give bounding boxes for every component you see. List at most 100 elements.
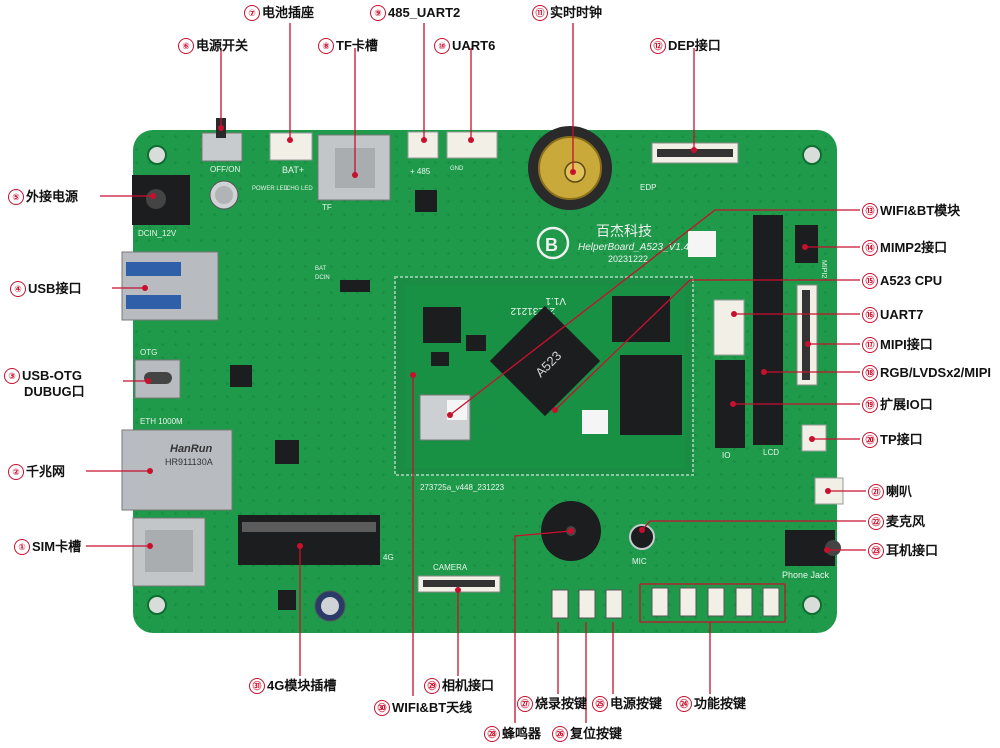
board-model: HelperBoard_A523_V1.4 bbox=[578, 242, 690, 253]
dram-chip-1 bbox=[612, 296, 670, 342]
function-button-1 bbox=[651, 587, 669, 617]
pmic-chip bbox=[423, 307, 461, 343]
mipi2-connector bbox=[795, 225, 818, 263]
camera-connector-slot bbox=[423, 580, 495, 587]
button-group bbox=[551, 587, 780, 619]
leader-mic bbox=[641, 520, 866, 531]
power-capacitor-top bbox=[215, 186, 233, 204]
bat-plus-silk: BAT+ bbox=[282, 165, 304, 175]
aux-chip-1 bbox=[275, 440, 299, 464]
mic-silk: MIC bbox=[632, 557, 647, 566]
hanrun-brand: HanRun bbox=[170, 443, 212, 455]
a523-cpu-chip bbox=[489, 305, 601, 417]
function-button-2 bbox=[679, 587, 697, 617]
leader-dots bbox=[142, 125, 831, 593]
4g-capacitor-top bbox=[321, 597, 339, 615]
otg-silk: OTG bbox=[140, 348, 157, 357]
microphone bbox=[629, 524, 655, 550]
camera-silk: CAMERA bbox=[433, 563, 468, 572]
bat-silk: BAT bbox=[315, 266, 327, 272]
aux-chip-4 bbox=[278, 590, 296, 610]
function-button-5 bbox=[762, 587, 780, 617]
jumper-header bbox=[340, 280, 370, 292]
leader-buzzer bbox=[514, 530, 572, 723]
callout-usb-otg-line2: DUBUG口 bbox=[24, 384, 85, 399]
leader-wifi-module bbox=[449, 209, 860, 416]
white-label-1 bbox=[582, 410, 608, 434]
io-silk: IO bbox=[722, 451, 730, 460]
lcd-header bbox=[753, 215, 783, 445]
dc-jack-hole bbox=[146, 189, 166, 209]
mipi2-silk: MIPI2 bbox=[820, 260, 827, 278]
aux-chip-2 bbox=[230, 365, 252, 387]
edp-silk: EDP bbox=[640, 183, 656, 192]
hanrun-model: HR911130A bbox=[165, 457, 213, 467]
module-code-silk: 273725a_v448_231223 bbox=[420, 483, 505, 492]
white-label-2 bbox=[688, 231, 716, 257]
chg-led-silk: CHG LED bbox=[286, 186, 313, 192]
edp-connector-slot bbox=[657, 149, 733, 157]
phone-jack-silk: Phone Jack bbox=[782, 570, 830, 580]
off-on-silk: OFF/ON bbox=[210, 165, 240, 174]
dcin-silk: DCIN_12V bbox=[138, 229, 177, 238]
brand-name: 百杰科技 bbox=[596, 223, 652, 239]
usb-host-port-tongue-2 bbox=[126, 295, 181, 309]
board-date: 20231222 bbox=[608, 254, 648, 264]
eth-silk: ETH 1000M bbox=[140, 417, 183, 426]
aux-chip-3 bbox=[415, 190, 437, 212]
power-button bbox=[605, 589, 623, 619]
function-button-4 bbox=[735, 587, 753, 617]
mipi-connector-slot bbox=[802, 290, 810, 380]
leader-lines bbox=[86, 23, 866, 723]
4g-module-slot-pins bbox=[242, 522, 376, 532]
leader-function bbox=[639, 583, 786, 623]
usb-host-port-tongue-1 bbox=[126, 262, 181, 276]
lcd-silk: LCD bbox=[763, 448, 779, 457]
plus485-silk: + 485 bbox=[410, 167, 431, 176]
dram-chip-2 bbox=[620, 355, 682, 435]
brand-logo bbox=[536, 226, 570, 260]
power-led-silk: POWER LED bbox=[252, 186, 289, 192]
function-button-3 bbox=[707, 587, 725, 617]
dcin-small-silk: DCIN bbox=[315, 275, 330, 281]
small-chip-2 bbox=[431, 352, 449, 366]
uart7-connector bbox=[713, 299, 745, 356]
battery-socket bbox=[269, 132, 313, 161]
som-date-silk: 20231212 bbox=[510, 305, 555, 316]
reset-button bbox=[578, 589, 596, 619]
uart6-connector bbox=[446, 131, 498, 159]
mounting-holes bbox=[147, 145, 822, 615]
brand-logo-letter: B bbox=[545, 235, 558, 255]
uart2-485-connector bbox=[407, 131, 439, 159]
small-chip-1 bbox=[466, 335, 486, 351]
gnd-silk: GND bbox=[450, 166, 464, 172]
leader-cpu bbox=[554, 279, 860, 411]
ethernet-jack bbox=[121, 429, 233, 511]
sim-card-slot-inner bbox=[145, 530, 193, 572]
